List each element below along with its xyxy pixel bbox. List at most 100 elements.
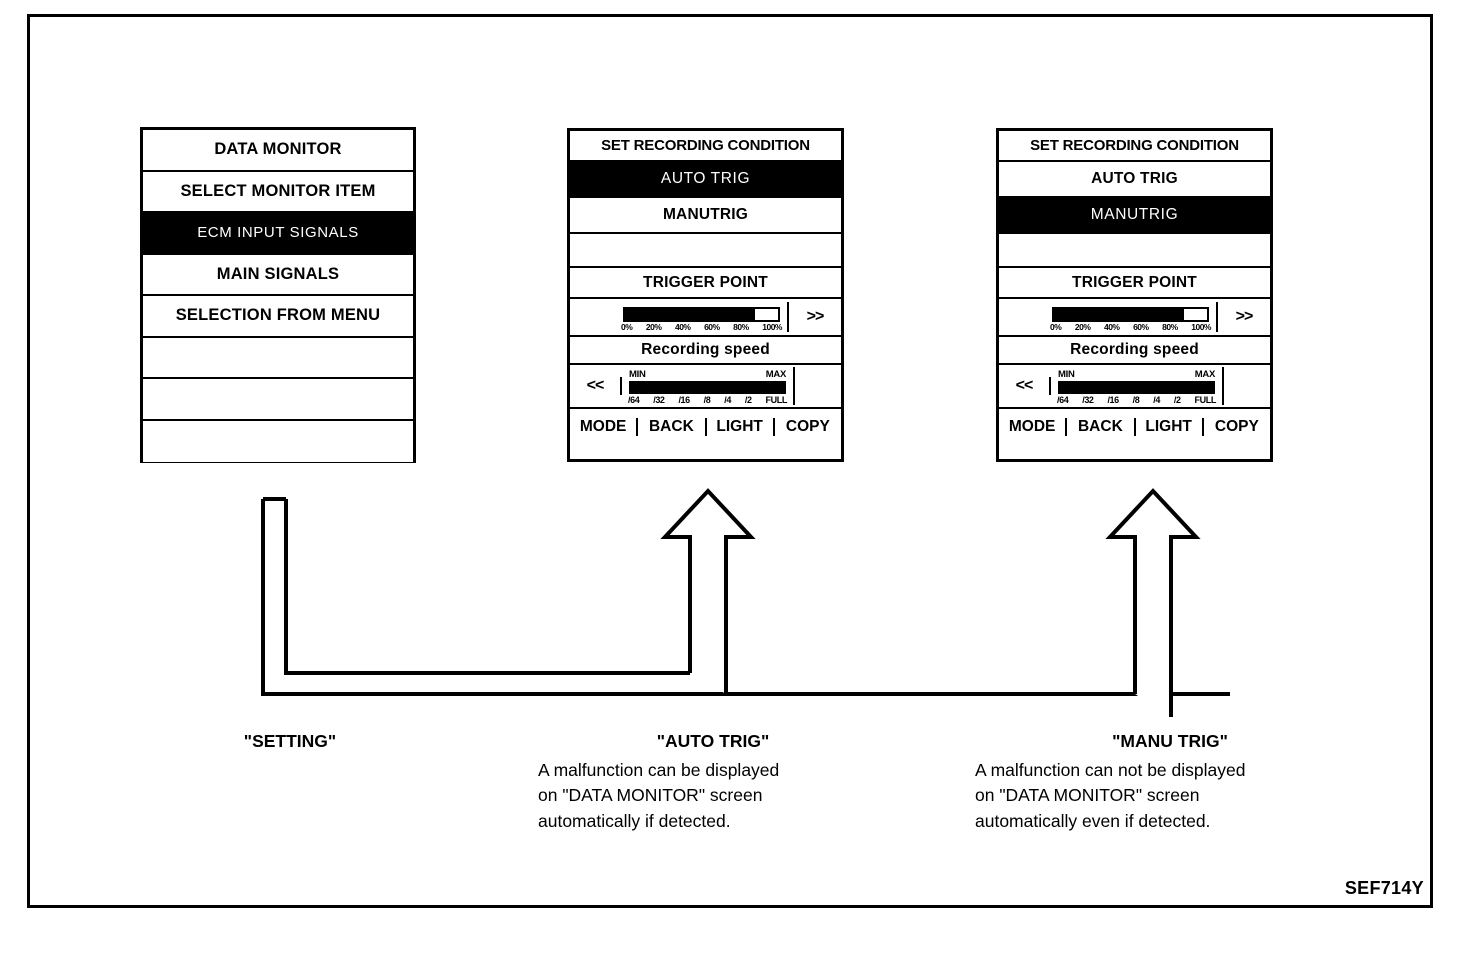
recording-speed-bar-fill: [1058, 381, 1215, 394]
option-auto-trig[interactable]: AUTO TRIG: [570, 162, 841, 198]
recording-speed-bar-fill: [629, 381, 786, 394]
scale-tick: /16: [1107, 395, 1119, 405]
recording-speed-range: MIN MAX: [626, 370, 789, 380]
trigger-point-label: TRIGGER POINT: [1072, 273, 1197, 291]
option-manu-trig[interactable]: MANUTRIG: [570, 198, 841, 234]
scale-tick: /64: [628, 395, 640, 405]
caption-body: A malfunction can be displayed on "DATA …: [538, 759, 780, 831]
softkey-light[interactable]: LIGHT: [1136, 417, 1204, 436]
option-empty[interactable]: [999, 234, 1270, 268]
menu-row-label: ECM INPUT SIGNALS: [197, 224, 359, 242]
trigger-point-bar[interactable]: [1052, 307, 1209, 322]
trigger-point-bar-fill: [1054, 309, 1185, 320]
menu-row-label: SELECT MONITOR ITEM: [180, 181, 376, 200]
recording-speed-scale: /64 /32 /16 /8 /4 /2 FULL: [1055, 395, 1218, 405]
scale-tick: /32: [1082, 395, 1094, 405]
scale-tick: FULL: [1194, 395, 1217, 405]
caption-heading: "MANU TRIG": [1112, 731, 1228, 751]
scale-tick: 40%: [1103, 322, 1120, 332]
menu-row-empty-3[interactable]: [143, 420, 413, 462]
recording-speed-scale: /64 /32 /16 /8 /4 /2 FULL: [626, 395, 789, 405]
set-recording-condition-auto-panel: SET RECORDING CONDITION AUTO TRIG MANUTR…: [567, 128, 844, 462]
scale-tick: 40%: [674, 322, 691, 332]
panel-title-label: SET RECORDING CONDITION: [1030, 137, 1239, 154]
trigger-point-meter[interactable]: 0% 20% 40% 60% 80% 100%: [616, 302, 789, 332]
caption-heading: "AUTO TRIG": [656, 731, 770, 751]
scale-tick: 80%: [733, 322, 749, 332]
caption-setting: "SETTING": [180, 729, 400, 755]
scale-tick: /2: [744, 395, 752, 405]
menu-row-data-monitor[interactable]: DATA MONITOR: [143, 130, 413, 172]
recording-speed-label: Recording speed: [1070, 341, 1199, 358]
trigger-point-row: 0% 20% 40% 60% 80% 100% >>: [570, 299, 841, 337]
recording-speed-range: MIN MAX: [1055, 370, 1218, 380]
scale-tick: /32: [653, 395, 665, 405]
recording-speed-row: << MIN MAX /64 /32 /16 /8 /4 /2 FULL: [999, 365, 1270, 409]
figure-reference-code: SEF714Y: [1344, 878, 1424, 898]
option-empty[interactable]: [570, 234, 841, 268]
softkey-bar: MODE BACK LIGHT COPY: [999, 409, 1270, 444]
trigger-point-bar[interactable]: [623, 307, 780, 322]
trigger-point-scale: 0% 20% 40% 60% 80% 100%: [620, 322, 783, 332]
scale-tick: 60%: [1133, 322, 1149, 332]
softkey-mode[interactable]: MODE: [570, 417, 639, 436]
panel-title: SET RECORDING CONDITION: [570, 131, 841, 162]
data-monitor-panel: DATA MONITOR SELECT MONITOR ITEM ECM INP…: [140, 127, 416, 463]
scale-tick: /8: [1132, 395, 1140, 405]
scale-tick: /4: [724, 395, 731, 405]
scale-tick: 20%: [1074, 322, 1091, 332]
trigger-point-header: TRIGGER POINT: [570, 268, 841, 299]
scale-tick: 20%: [645, 322, 662, 332]
trigger-point-increase-button[interactable]: >>: [806, 308, 825, 325]
caption-manu-trig: "MANU TRIG" A malfunction can not be dis…: [975, 729, 1365, 834]
flow-connector-arrows: [261, 488, 1230, 717]
menu-row-empty-1[interactable]: [143, 337, 413, 379]
menu-row-label: MAIN SIGNALS: [216, 264, 340, 283]
menu-row-selection-from-menu[interactable]: SELECTION FROM MENU: [143, 296, 413, 338]
trigger-point-bar-fill: [625, 309, 756, 320]
softkey-copy[interactable]: COPY: [1214, 417, 1259, 435]
softkey-back[interactable]: BACK: [638, 417, 707, 436]
menu-row-label: SELECTION FROM MENU: [175, 306, 381, 325]
option-manu-trig[interactable]: MANUTRIG: [999, 198, 1270, 234]
menu-row-select-monitor-item[interactable]: SELECT MONITOR ITEM: [143, 171, 413, 213]
softkey-light[interactable]: LIGHT: [707, 417, 775, 436]
option-label: AUTO TRIG: [660, 170, 751, 187]
softkey-bar: MODE BACK LIGHT COPY: [570, 409, 841, 444]
scale-tick: 80%: [1162, 322, 1178, 332]
trigger-point-meter[interactable]: 0% 20% 40% 60% 80% 100%: [1045, 302, 1218, 332]
menu-row-main-signals[interactable]: MAIN SIGNALS: [143, 254, 413, 296]
trigger-point-label: TRIGGER POINT: [643, 273, 768, 291]
caption-auto-trig: "AUTO TRIG" A malfunction can be display…: [538, 729, 888, 834]
set-recording-condition-manu-panel: SET RECORDING CONDITION AUTO TRIG MANUTR…: [996, 128, 1273, 462]
panel-title: SET RECORDING CONDITION: [999, 131, 1270, 162]
recording-speed-meter[interactable]: MIN MAX /64 /32 /16 /8 /4 /2 FULL: [622, 367, 795, 405]
option-label: AUTO TRIG: [1091, 170, 1178, 187]
option-label: MANUTRIG: [1090, 206, 1179, 223]
trigger-point-increase-button[interactable]: >>: [1235, 308, 1254, 325]
menu-row-empty-2[interactable]: [143, 379, 413, 421]
softkey-mode[interactable]: MODE: [999, 417, 1068, 436]
recording-speed-decrease-button[interactable]: <<: [570, 377, 622, 395]
scale-tick: 0%: [621, 322, 633, 332]
option-auto-trig[interactable]: AUTO TRIG: [999, 162, 1270, 198]
recording-speed-header: Recording speed: [999, 337, 1270, 365]
recording-speed-max-label: MAX: [765, 369, 787, 380]
scale-tick: /64: [1057, 395, 1069, 405]
menu-row-ecm-input-signals[interactable]: ECM INPUT SIGNALS: [143, 213, 413, 255]
recording-speed-min-label: MIN: [1058, 369, 1075, 380]
recording-speed-meter[interactable]: MIN MAX /64 /32 /16 /8 /4 /2 FULL: [1051, 367, 1224, 405]
scale-tick: 100%: [762, 322, 782, 332]
scale-tick: 100%: [1191, 322, 1211, 332]
recording-speed-max-label: MAX: [1194, 369, 1216, 380]
caption-heading: "SETTING": [243, 731, 337, 751]
scale-tick: /16: [678, 395, 690, 405]
scale-tick: /8: [703, 395, 711, 405]
option-label: MANUTRIG: [662, 206, 749, 223]
softkey-copy[interactable]: COPY: [785, 417, 830, 435]
figure-frame: DATA MONITOR SELECT MONITOR ITEM ECM INP…: [27, 14, 1433, 908]
softkey-back[interactable]: BACK: [1067, 417, 1136, 436]
recording-speed-decrease-button[interactable]: <<: [999, 377, 1051, 395]
scale-tick: 0%: [1050, 322, 1062, 332]
trigger-point-row: 0% 20% 40% 60% 80% 100% >>: [999, 299, 1270, 337]
